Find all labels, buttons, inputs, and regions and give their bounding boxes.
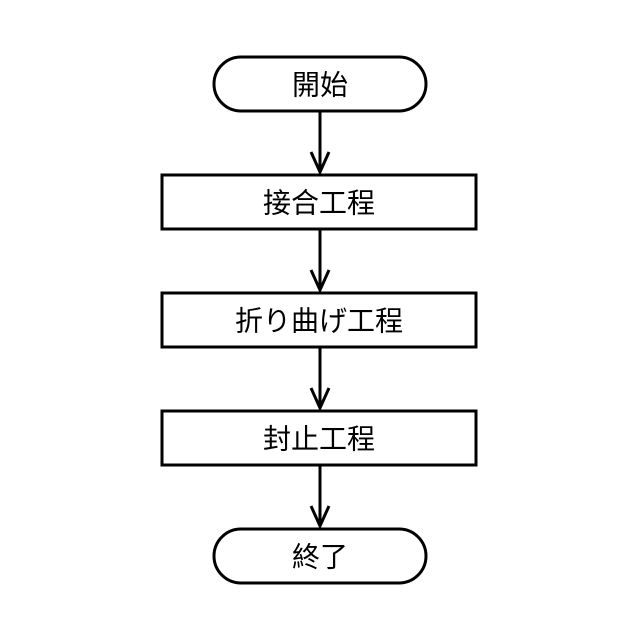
process-box-bending: 折り曲げ工程 (162, 293, 476, 347)
arrow-joining-to-bending (311, 229, 329, 290)
process-box-bending-label: 折り曲げ工程 (235, 305, 403, 338)
arrow-bending-to-sealing (311, 347, 329, 408)
arrow-sealing-to-end (311, 465, 329, 526)
start-terminal-label: 開始 (292, 69, 348, 102)
process-box-sealing-label: 封止工程 (263, 423, 375, 456)
process-box-joining: 接合工程 (162, 175, 476, 229)
end-terminal: 終了 (214, 529, 426, 583)
end-terminal-label: 終了 (292, 541, 348, 574)
start-terminal: 開始 (214, 57, 426, 111)
process-box-joining-label: 接合工程 (263, 187, 375, 220)
process-box-sealing: 封止工程 (162, 411, 476, 465)
arrow-start-to-joining (311, 111, 329, 172)
